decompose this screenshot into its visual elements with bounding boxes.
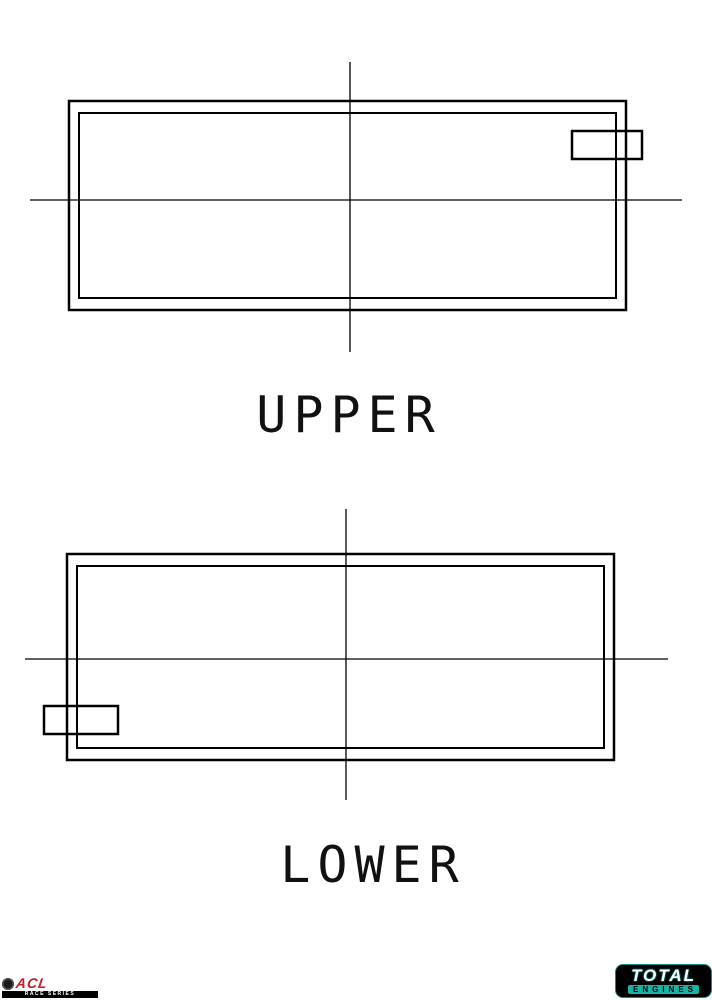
- lower-label: LOWER: [280, 836, 466, 894]
- acl-logo-text: ACL: [14, 975, 49, 991]
- acl-logo-banner: RACE SERIES: [2, 991, 98, 998]
- total-engines-logo-line2: ENGINES: [627, 985, 699, 994]
- lower-shell-outer-outline: [65, 552, 616, 762]
- upper-shell-drawing: [30, 62, 682, 352]
- upper-shell-outer-outline: [67, 99, 628, 312]
- upper-shell-inner-outline: [78, 112, 617, 299]
- lower-shell-locating-tab: [42, 704, 120, 736]
- acl-logo: ACL RACE SERIES: [2, 975, 98, 998]
- lower-shell-drawing: [25, 509, 668, 800]
- total-engines-logo: TOTAL ENGINES: [614, 964, 712, 998]
- acl-logo-top: ACL: [2, 975, 98, 991]
- total-engines-logo-line1: TOTAL: [630, 966, 697, 985]
- acl-banner-text: RACE SERIES: [24, 991, 76, 997]
- upper-label: UPPER: [256, 386, 442, 444]
- acl-globe-icon: [2, 978, 14, 990]
- upper-shell-locating-tab: [570, 129, 644, 161]
- lower-shell-inner-outline: [76, 565, 605, 749]
